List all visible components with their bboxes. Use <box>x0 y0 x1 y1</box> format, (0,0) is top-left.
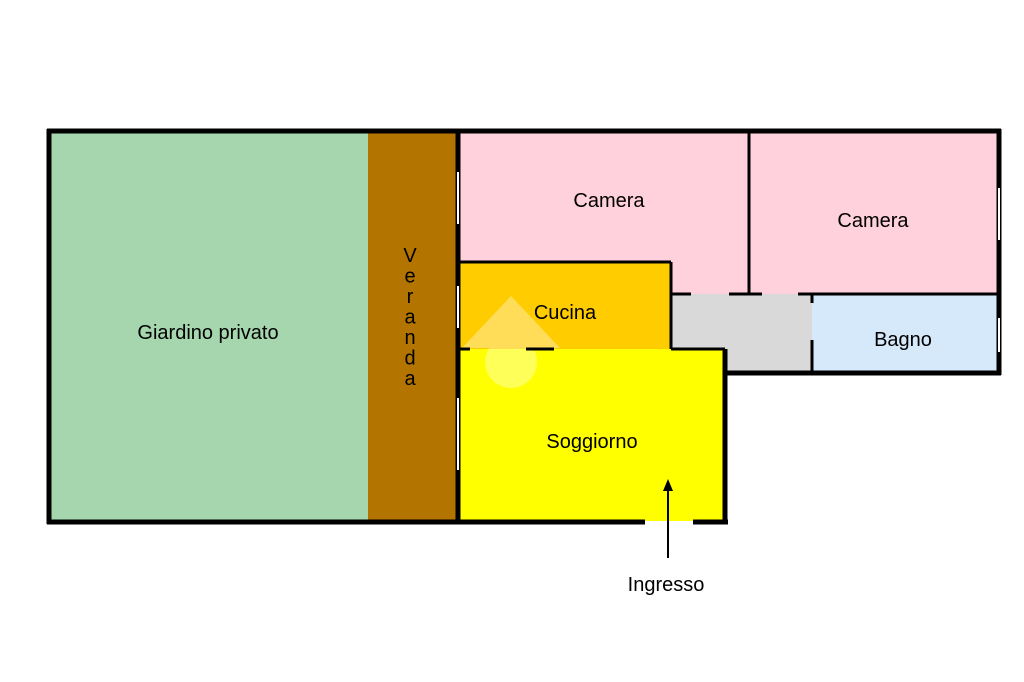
veranda-label-letter: V <box>403 245 417 267</box>
bedroom-1-label: Camera <box>573 190 645 212</box>
bathroom-label: Bagno <box>874 329 932 351</box>
veranda-label-letter: e <box>404 266 415 288</box>
kitchen-label: Cucina <box>534 302 597 324</box>
veranda-label-letter: a <box>404 368 416 390</box>
entrance-label: Ingresso <box>628 574 705 596</box>
room-garden <box>50 131 368 521</box>
windows <box>457 172 1000 470</box>
room-bedroom-2 <box>749 131 999 294</box>
veranda-label-letter: d <box>404 348 415 370</box>
room-kitchen <box>459 262 671 349</box>
room-living-room <box>459 349 725 521</box>
veranda-label-letter: n <box>404 327 415 349</box>
garden-label: Giardino privato <box>137 322 278 344</box>
watermark-logo <box>462 296 560 388</box>
veranda-label-letter: a <box>404 307 416 329</box>
bedroom-2-label: Camera <box>837 210 909 232</box>
entrance-arrow-icon <box>663 479 673 558</box>
room-bathroom <box>812 294 999 372</box>
living-room-label: Soggiorno <box>546 431 637 453</box>
veranda-label-letter: r <box>407 286 414 308</box>
room-veranda <box>368 131 458 521</box>
